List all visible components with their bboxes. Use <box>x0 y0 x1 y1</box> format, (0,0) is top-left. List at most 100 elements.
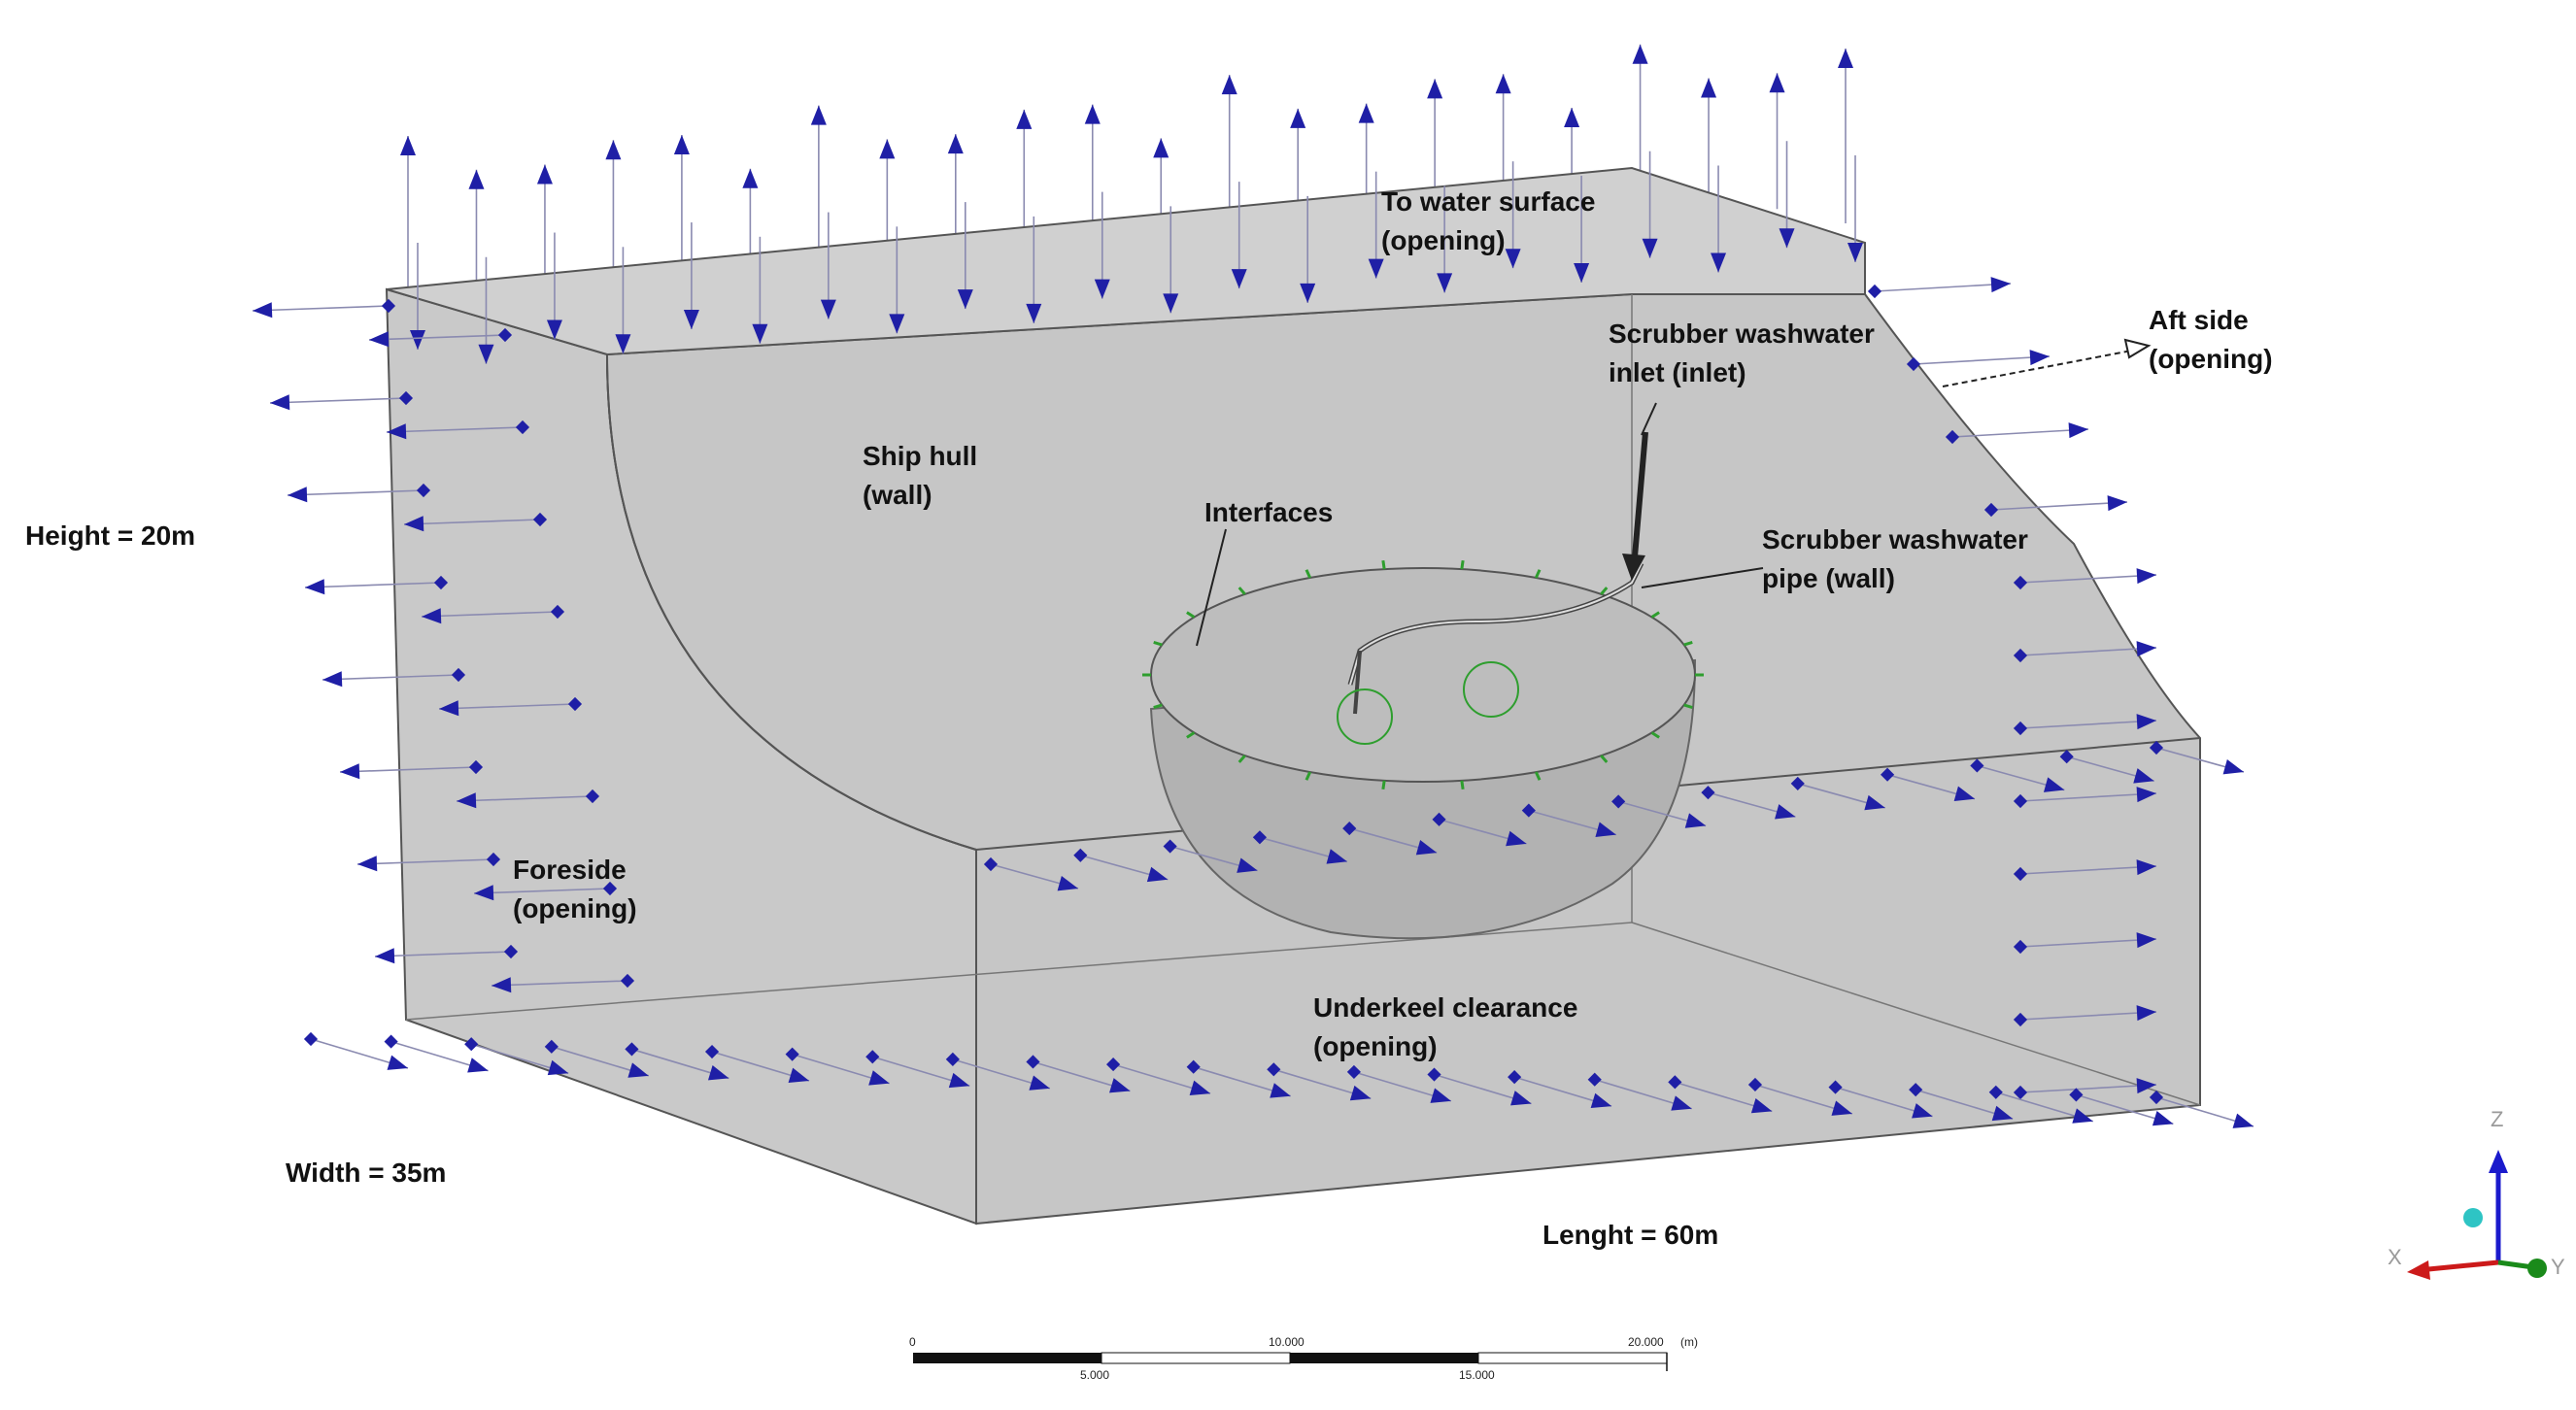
down-arrow-19 <box>1026 216 1042 323</box>
aft-side-arrowhead <box>2123 338 2152 359</box>
interface-region <box>1142 559 1704 940</box>
left-arrow-49 <box>403 512 548 532</box>
bottom-arrow-90 <box>1747 1077 1853 1116</box>
up-arrow-42 <box>1838 49 1853 223</box>
length-label: Lenght = 60m <box>1542 1216 1718 1255</box>
foreside-label: Foreside (opening) <box>513 851 637 928</box>
left-arrow-52 <box>322 667 466 688</box>
pipe-junction-left <box>1337 688 1393 745</box>
foreside-line-2: (opening) <box>513 893 637 923</box>
left-arrow-56 <box>356 852 501 872</box>
leader-lines <box>1196 338 2152 647</box>
water-surface-line-1: To water surface <box>1381 186 1596 217</box>
bottom-arrow-75 <box>544 1039 650 1078</box>
hull-curve <box>606 353 2201 852</box>
bottom-arrow-82 <box>1106 1058 1211 1096</box>
aft-side-line-2: (opening) <box>2149 344 2273 374</box>
keel-arrow-104 <box>1701 786 1796 820</box>
z-axis-label: Z <box>2491 1107 2503 1131</box>
interface-mark-16 <box>1381 559 1386 570</box>
length-line: Lenght = 60m <box>1542 1220 1719 1250</box>
interface-ellipse <box>1150 567 1696 783</box>
interface-mark-15 <box>1305 569 1312 579</box>
water-surface-label: To water surface (opening) <box>1381 183 1595 260</box>
bottom-arrow-77 <box>704 1044 810 1083</box>
interface-mark-18 <box>1534 569 1542 579</box>
aft-side-line-1: Aft side <box>2149 305 2249 335</box>
keel-arrow-101 <box>1432 812 1527 847</box>
keel-arrow-102 <box>1521 803 1617 837</box>
down-arrow-25 <box>1231 182 1247 289</box>
x-axis-label: X <box>2388 1245 2402 1269</box>
bottom-arrow-86 <box>1427 1067 1532 1106</box>
keel-arrow-98 <box>1163 839 1258 873</box>
inlet-arrow-shaft <box>1631 431 1648 569</box>
left-arrow-47 <box>386 420 530 440</box>
keel-arrow-107 <box>1970 758 2065 792</box>
aft-side-leader <box>1942 349 2138 387</box>
axis-triad: Z X Y <box>2388 1107 2565 1280</box>
up-arrow-0 <box>400 136 416 311</box>
interface-mark-19 <box>1600 587 1609 595</box>
interface-mark-12 <box>1153 641 1163 647</box>
x-axis-line <box>2418 1259 2499 1273</box>
interface-mark-10 <box>1153 703 1163 709</box>
domain-edge-bottom-right <box>1631 922 2201 1106</box>
bottom-arrow-72 <box>303 1031 409 1070</box>
bottom-arrow-76 <box>625 1042 729 1081</box>
down-arrow-9 <box>683 222 699 330</box>
y-axis-label: Y <box>2551 1255 2565 1279</box>
keel-arrow-105 <box>1790 776 1885 811</box>
bottom-arrow-74 <box>464 1037 569 1076</box>
interface-mark-3 <box>1600 755 1609 763</box>
ship-hull-label: Ship hull (wall) <box>863 437 977 515</box>
down-arrow-39 <box>1711 165 1727 273</box>
scale-segment-3 <box>1290 1353 1478 1363</box>
scrubber-pipe-down <box>1353 650 1362 715</box>
height-label: Height = 20m <box>25 517 195 555</box>
down-arrow-15 <box>889 226 905 334</box>
down-arrow-27 <box>1300 195 1316 303</box>
interface-mark-8 <box>1237 755 1246 763</box>
bottom-arrow-83 <box>1186 1059 1291 1098</box>
scrubber-inlet-line-1: Scrubber washwater <box>1609 319 1875 349</box>
pipe-leader <box>1641 567 1764 588</box>
left-arrow-53 <box>438 696 583 717</box>
bottom-arrow-78 <box>785 1047 890 1086</box>
z-axis-head <box>2489 1150 2508 1173</box>
pipe-junction-right <box>1463 661 1519 718</box>
up-arrow-40 <box>1769 73 1785 210</box>
interface-mark-5 <box>1460 780 1465 790</box>
down-arrow-37 <box>1642 151 1658 258</box>
scale-unit: (m) <box>1680 1335 1698 1349</box>
interface-mark-14 <box>1237 587 1246 595</box>
down-arrow-31 <box>1437 185 1453 293</box>
bottom-arrow-88 <box>1587 1072 1692 1111</box>
interface-mark-2 <box>1650 731 1660 739</box>
interface-mark-20 <box>1650 611 1660 619</box>
scrubber-inlet-label: Scrubber washwater inlet (inlet) <box>1609 315 1875 392</box>
down-arrow-17 <box>957 202 973 310</box>
interfaces-leader <box>1196 528 1227 647</box>
bottom-arrow-85 <box>1346 1064 1452 1103</box>
interface-mark-7 <box>1305 771 1312 781</box>
boundary-arrows-front <box>252 141 2254 1128</box>
scrubber-pipe-line-1: Scrubber washwater <box>1762 524 2028 554</box>
down-arrow-3 <box>478 256 494 364</box>
interface-mark-9 <box>1186 731 1196 739</box>
foreside-line-1: Foreside <box>513 855 627 885</box>
bottom-arrow-80 <box>945 1052 1051 1091</box>
right-arrow-62 <box>1945 422 2089 445</box>
width-label: Width = 35m <box>286 1154 446 1192</box>
scrubber-pipe-label: Scrubber washwater pipe (wall) <box>1762 520 2028 598</box>
interface-marks <box>1142 559 1704 790</box>
interface-mark-1 <box>1683 703 1693 709</box>
down-arrow-7 <box>615 247 631 354</box>
bottom-arrow-84 <box>1267 1062 1372 1101</box>
down-arrow-29 <box>1368 171 1384 279</box>
interface-mark-13 <box>1186 611 1196 619</box>
right-arrow-61 <box>1906 350 2051 372</box>
left-arrow-59 <box>491 973 635 993</box>
x-axis-head <box>2407 1260 2430 1280</box>
